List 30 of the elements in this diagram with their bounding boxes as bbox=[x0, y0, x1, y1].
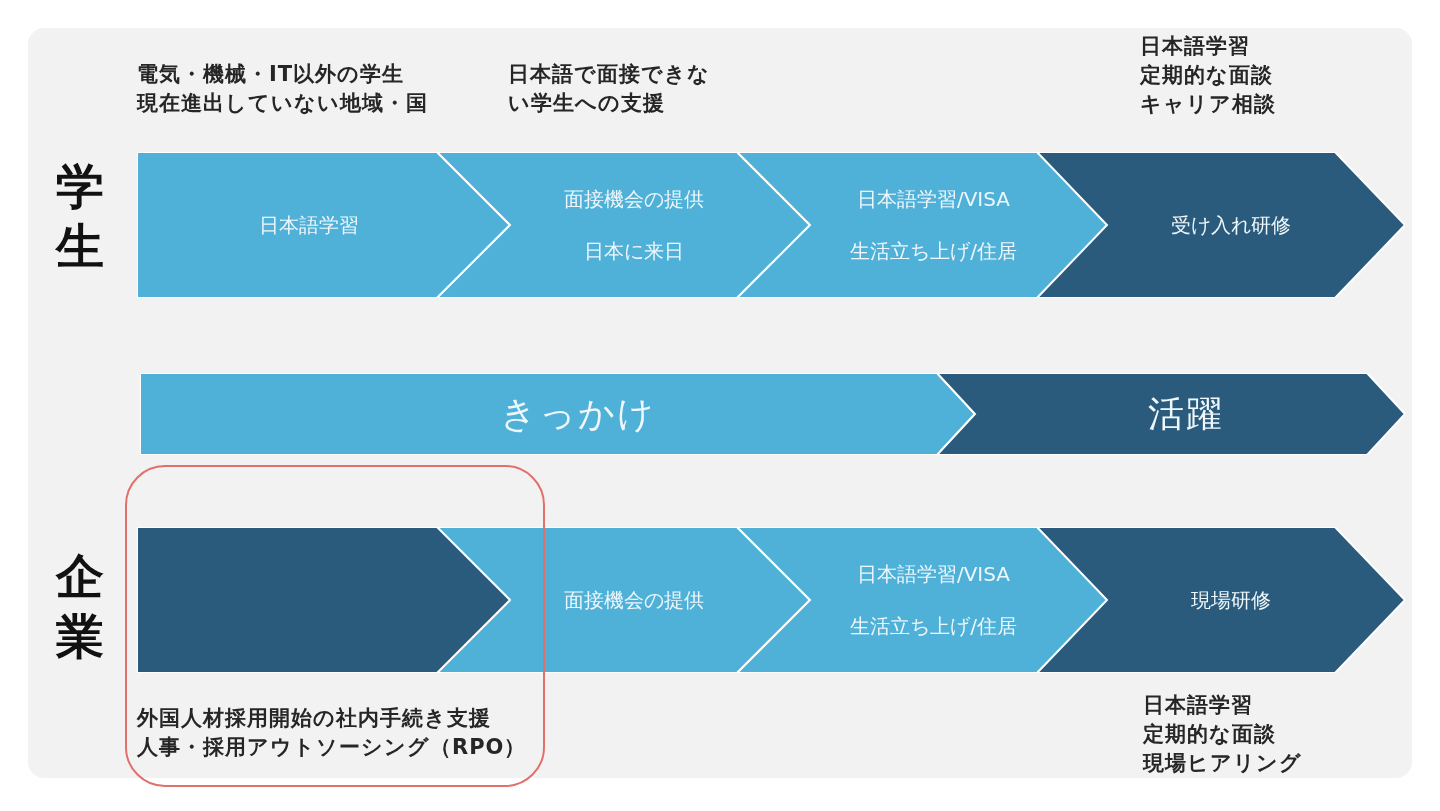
step-label: 現場研修 bbox=[1191, 587, 1271, 613]
step-label: 生活立ち上げ/住居 bbox=[850, 238, 1017, 264]
phase-label: 活躍 bbox=[1148, 392, 1224, 436]
annotation-text: 電気・機械・IT以外の学生 bbox=[137, 61, 406, 88]
chevron-step bbox=[1037, 152, 1405, 298]
annotation-text: 定期的な面談 bbox=[1140, 62, 1274, 89]
step-label: 日本語学習/VISA bbox=[856, 186, 1011, 212]
annotation-text: 外国人材採用開始の社内手続き支援 bbox=[137, 705, 492, 732]
chevron-step bbox=[937, 373, 1405, 455]
row-label: 企業 bbox=[56, 547, 105, 666]
step-label: 受け入れ研修 bbox=[1171, 212, 1291, 238]
annotation-text: 日本語学習 bbox=[1143, 692, 1254, 719]
annotation-text: 人事・採用アウトソーシング（RPO） bbox=[137, 734, 527, 761]
step-label: 日本に来日 bbox=[583, 238, 684, 264]
chevron-step bbox=[437, 152, 810, 298]
chevron-step bbox=[140, 373, 975, 455]
chevron-step bbox=[1037, 527, 1405, 673]
row-label: 学生 bbox=[56, 157, 105, 276]
step-label: 面接機会の提供 bbox=[563, 186, 704, 212]
step-label: 生活立ち上げ/住居 bbox=[850, 613, 1017, 639]
annotation-text: 定期的な面談 bbox=[1143, 721, 1277, 748]
phase-label: きっかけ bbox=[499, 392, 656, 436]
chevron-step bbox=[437, 527, 810, 673]
annotation-text: 日本語で面接できない学生への支援 bbox=[508, 61, 711, 117]
step-label: 面接機会の提供 bbox=[563, 587, 704, 613]
annotation-text: 日本語学習 bbox=[1140, 33, 1251, 60]
step-label: 日本語学習/VISA bbox=[856, 561, 1011, 587]
annotation-text: 現場ヒアリング bbox=[1143, 750, 1303, 777]
annotation-text: キャリア相談 bbox=[1140, 91, 1277, 118]
annotation-text: 現在進出していない地域・国 bbox=[137, 90, 429, 117]
